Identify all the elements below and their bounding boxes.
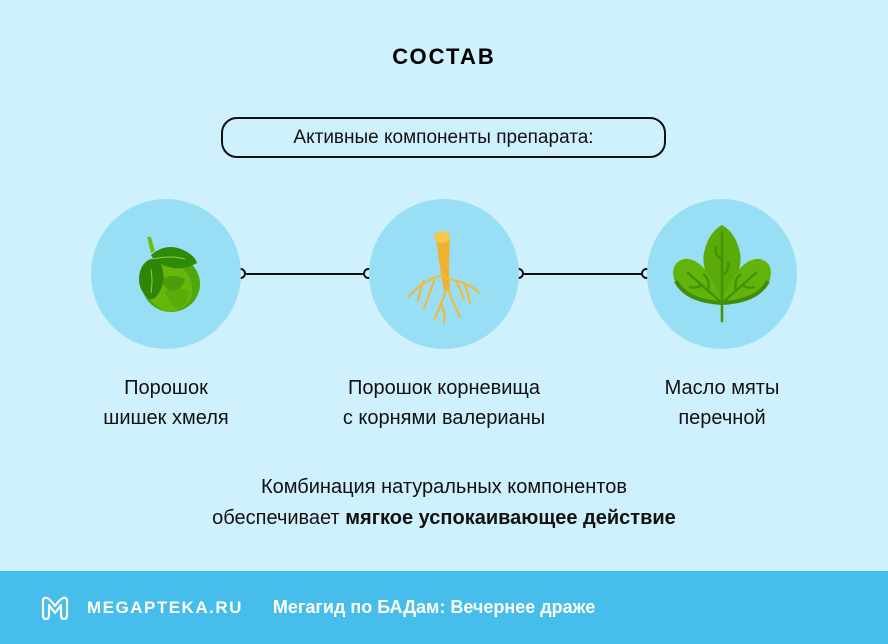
component-label-line: шишек хмеля	[103, 407, 229, 429]
footer-subtitle: Мегагид по БАДам: Вечернее драже	[272, 597, 596, 617]
component-label-line: перечной	[678, 407, 766, 429]
connector-line-2	[524, 273, 642, 275]
root-circle	[369, 199, 519, 349]
connector-line-1	[246, 273, 364, 275]
component-label-mint: Масло мяты перечной	[622, 373, 822, 433]
active-components-pill: Активные компоненты препарата:	[221, 117, 666, 158]
summary-text: Комбинация натуральных компонентов обесп…	[0, 472, 888, 534]
component-label-line: Порошок	[124, 377, 208, 399]
hop-circle	[91, 199, 241, 349]
summary-line-2: обеспечивает мягкое успокаивающее действ…	[0, 503, 888, 534]
component-label-line: с корнями валерианы	[342, 407, 546, 429]
component-label-hop: Порошок шишек хмеля	[66, 373, 266, 433]
component-label-line: Порошок корневища	[348, 377, 540, 399]
footer-bar: MEGAPTEKA.RU Мегагид по БАДам: Вечернее …	[0, 571, 888, 644]
page-title: СОСТАВ	[392, 44, 496, 69]
valerian-root-icon	[407, 231, 481, 324]
mint-leaf-icon	[673, 225, 771, 323]
summary-line-1: Комбинация натуральных компонентов	[260, 476, 627, 498]
component-label-valerian: Порошок корневища с корнями валерианы	[294, 373, 594, 433]
megapteka-logo-icon[interactable]	[39, 595, 71, 621]
brand-name[interactable]: MEGAPTEKA.RU	[87, 597, 243, 617]
hop-cone-icon	[139, 237, 200, 312]
component-label-line: Масло мяты	[664, 377, 780, 399]
summary-prefix: обеспечивает	[212, 507, 346, 529]
summary-emphasis: мягкое успокаивающее действие	[345, 507, 676, 529]
pill-label: Активные компоненты препарата:	[293, 126, 594, 148]
mint-circle	[647, 199, 797, 349]
